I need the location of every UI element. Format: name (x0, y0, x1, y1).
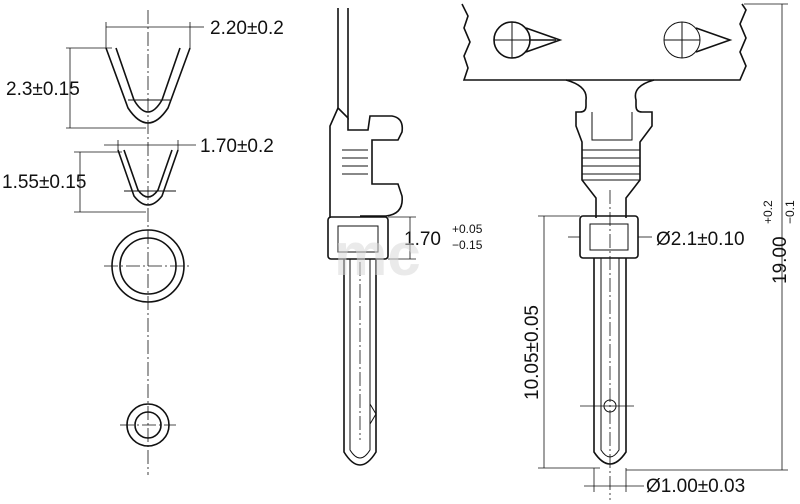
carrier-strip (461, 3, 747, 81)
side-collar (327, 216, 389, 260)
top-width-dimension: 2.20±0.2 (210, 18, 284, 39)
collar-height-dimension: 1.70 (404, 229, 441, 250)
watermark: mc (334, 221, 421, 288)
collar-height-tol-upper: +0.05 (452, 222, 483, 236)
overall-length-tol-lower: −0.1 (783, 200, 797, 224)
front-collar (579, 215, 639, 259)
mid-crimp-section-outer (117, 149, 179, 206)
front-neck-inner (591, 112, 633, 141)
top-crimp-section-outer (105, 47, 191, 124)
top-height-dimension: 2.3±0.15 (6, 79, 80, 100)
front-collar-inner (589, 223, 629, 251)
pilot-hole-left-teardrop (493, 21, 556, 59)
mid-crimp-section-inner (123, 149, 173, 198)
side-crimp-profile (347, 115, 404, 217)
front-left-wing (565, 79, 597, 218)
side-collar-inner (337, 225, 379, 253)
pilot-arrow-right (695, 27, 733, 53)
overall-length-dimension: 19.00 (770, 236, 791, 284)
pin-length-dimension: 10.05±0.05 (522, 305, 543, 400)
front-view: Ø2.1±0.10 10.05±0.05 Ø1.00±0.03 19.00 +0… (461, 3, 797, 500)
pin-diameter-dimension: Ø1.00±0.03 (646, 476, 745, 497)
side-body-left (329, 107, 339, 218)
collar-diameter-dimension: Ø2.1±0.10 (656, 229, 745, 250)
collar-height-tol-lower: −0.15 (452, 238, 483, 252)
overall-length-tol-upper: +0.2 (761, 200, 775, 224)
side-pin-outer (343, 259, 377, 466)
side-pin-detent (369, 403, 377, 425)
mid-height-dimension: 1.55±0.15 (2, 172, 86, 193)
front-right-wing (625, 79, 655, 218)
pilot-arrow-left (525, 27, 563, 53)
section-views: 2.20±0.2 2.3±0.15 1.70±0.2 1.55±0.15 (2, 10, 284, 475)
mid-width-dimension: 1.70±0.2 (200, 136, 274, 157)
side-carrier-stub (337, 8, 349, 120)
side-view: 1.70 +0.05 −0.15 (327, 8, 483, 466)
side-pin-inner (349, 259, 371, 459)
